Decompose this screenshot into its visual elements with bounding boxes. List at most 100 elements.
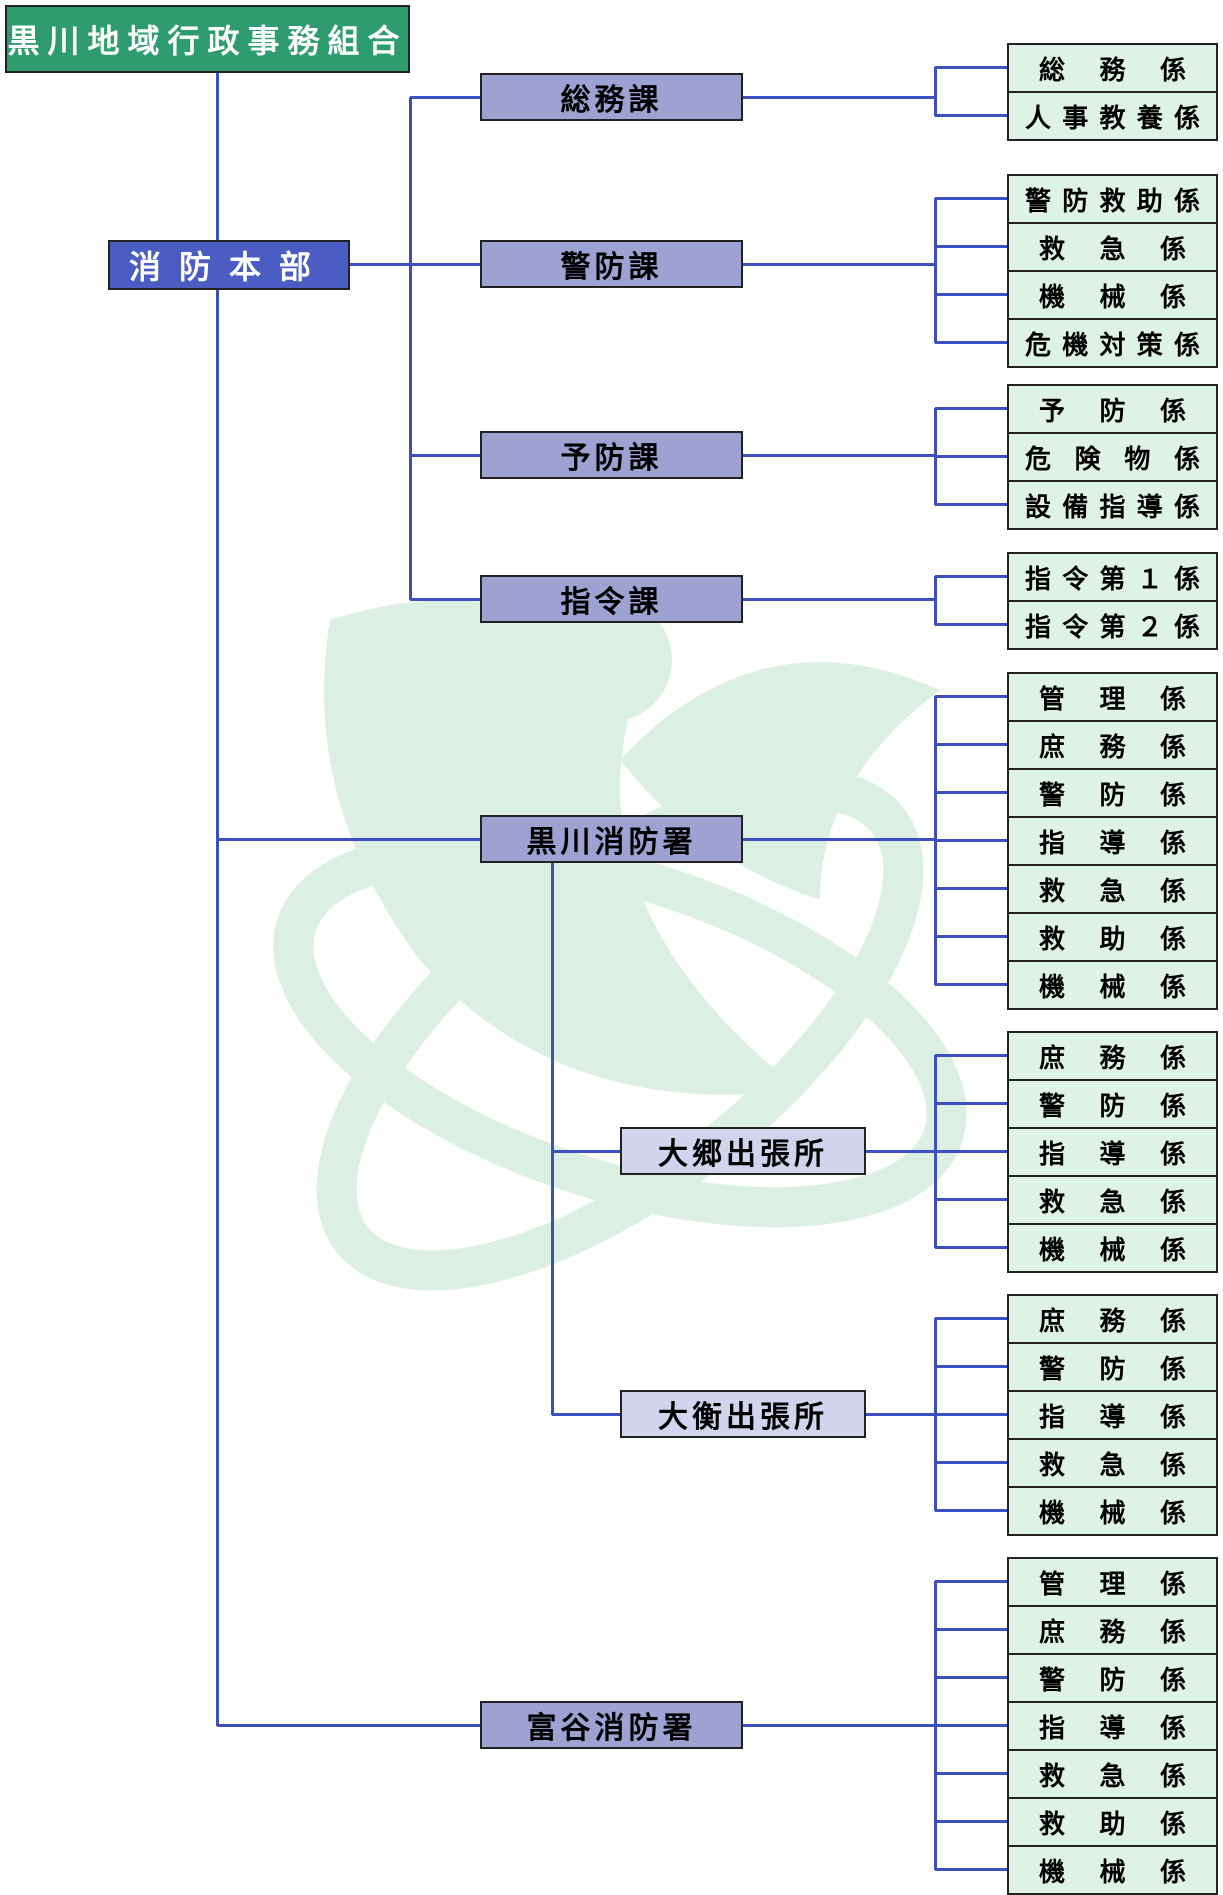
connector-line — [935, 1580, 1008, 1583]
unit-char: 理 — [1099, 679, 1125, 716]
unit-box: 庶務係 — [1007, 1294, 1218, 1344]
unit-char: 係 — [1160, 727, 1186, 764]
connector-line — [935, 1413, 1008, 1416]
connector-line — [743, 96, 936, 99]
unit-box: 指令第２係 — [1007, 600, 1218, 650]
station-label: 富谷消防署 — [527, 1703, 697, 1747]
unit-box: 機械係 — [1007, 960, 1218, 1010]
connector-line — [410, 454, 481, 457]
unit-char: 指 — [1039, 1134, 1065, 1171]
unit-box: 救急係 — [1007, 1438, 1218, 1488]
unit-char: 急 — [1099, 1182, 1125, 1219]
unit-char: 導 — [1099, 1134, 1125, 1171]
unit-box: 警防係 — [1007, 1342, 1218, 1392]
connector-line — [935, 407, 1008, 410]
unit-char: 械 — [1099, 1493, 1125, 1530]
unit-box: 指導係 — [1007, 1390, 1218, 1440]
connector-line — [935, 887, 1008, 890]
unit-box: 救急係 — [1007, 222, 1218, 272]
unit-box: 指導係 — [1007, 1701, 1218, 1751]
unit-box: 庶務係 — [1007, 1605, 1218, 1655]
unit-char: 係 — [1160, 229, 1186, 266]
unit-char: 係 — [1160, 1612, 1186, 1649]
connector-line — [409, 97, 412, 600]
unit-char: 総 — [1039, 50, 1065, 87]
unit-char: 救 — [1039, 1804, 1065, 1841]
unit-char: 防 — [1062, 181, 1088, 218]
unit-char: 急 — [1099, 1445, 1125, 1482]
connector-line — [935, 245, 1008, 248]
unit-box: 警防係 — [1007, 768, 1218, 818]
unit-char: 救 — [1039, 1445, 1065, 1482]
section-label: 警防課 — [561, 242, 663, 286]
unit-char: 係 — [1160, 1397, 1186, 1434]
unit-char: 警 — [1039, 1660, 1065, 1697]
connector-line — [935, 197, 1008, 200]
connector-line — [935, 839, 1008, 842]
station-label: 大郷出張所 — [658, 1129, 828, 1173]
unit-char: ２ — [1137, 607, 1163, 644]
connector-line — [935, 1868, 1008, 1871]
connector-line — [935, 1820, 1008, 1823]
unit-char: 係 — [1160, 1349, 1186, 1386]
connector-line — [934, 198, 937, 343]
unit-char: 係 — [1160, 1182, 1186, 1219]
unit-char: 庶 — [1039, 1038, 1065, 1075]
connector-line — [935, 293, 1008, 296]
unit-char: 令 — [1062, 607, 1088, 644]
connector-line — [935, 623, 1008, 626]
unit-char: 係 — [1160, 1230, 1186, 1267]
unit-char: 係 — [1160, 1756, 1186, 1793]
unit-box: 警防救助係 — [1007, 174, 1218, 224]
connector-line — [935, 1509, 1008, 1512]
unit-char: 導 — [1099, 1397, 1125, 1434]
connector-line — [935, 935, 1008, 938]
connector-line — [935, 983, 1008, 986]
unit-box: 総務係 — [1007, 43, 1218, 93]
unit-char: 務 — [1099, 727, 1125, 764]
connector-line — [935, 66, 1008, 69]
station-box-osato: 大郷出張所 — [620, 1127, 866, 1175]
unit-char: 警 — [1039, 1086, 1065, 1123]
unit-char: 機 — [1039, 1230, 1065, 1267]
unit-char: １ — [1137, 559, 1163, 596]
connector-line — [935, 1317, 1008, 1320]
unit-char: 警 — [1025, 181, 1051, 218]
unit-char: 指 — [1039, 1397, 1065, 1434]
unit-char: 指 — [1025, 607, 1051, 644]
unit-char: 機 — [1039, 967, 1065, 1004]
unit-char: 事 — [1062, 98, 1088, 135]
unit-char: 庶 — [1039, 1301, 1065, 1338]
connector-line — [350, 263, 481, 266]
section-box-shirei: 指令課 — [480, 575, 743, 623]
unit-char: 機 — [1062, 325, 1088, 362]
unit-char: 危 — [1025, 325, 1051, 362]
unit-char: 指 — [1025, 559, 1051, 596]
unit-char: 急 — [1099, 1756, 1125, 1793]
unit-char: 導 — [1137, 487, 1163, 524]
connector-line — [552, 1413, 621, 1416]
connector-line — [934, 1581, 937, 1870]
unit-char: 機 — [1039, 1493, 1065, 1530]
connector-line — [934, 696, 937, 985]
unit-box: 救助係 — [1007, 912, 1218, 962]
station-label: 黒川消防署 — [527, 817, 697, 861]
unit-char: 係 — [1174, 607, 1200, 644]
unit-char: 係 — [1160, 1301, 1186, 1338]
unit-box: 人事教養係 — [1007, 91, 1218, 141]
unit-char: 防 — [1099, 391, 1125, 428]
connector-line — [935, 341, 1008, 344]
unit-char: 係 — [1174, 439, 1200, 476]
connector-line — [935, 1365, 1008, 1368]
unit-char: 助 — [1099, 919, 1125, 956]
unit-char: 係 — [1160, 1134, 1186, 1171]
unit-char: 警 — [1039, 775, 1065, 812]
unit-char: 係 — [1160, 1445, 1186, 1482]
unit-char: 指 — [1099, 487, 1125, 524]
connector-line — [935, 1676, 1008, 1679]
unit-char: 導 — [1099, 823, 1125, 860]
section-label: 指令課 — [561, 577, 663, 621]
section-box-yobo: 予防課 — [480, 431, 743, 479]
unit-box: 管理係 — [1007, 1557, 1218, 1607]
